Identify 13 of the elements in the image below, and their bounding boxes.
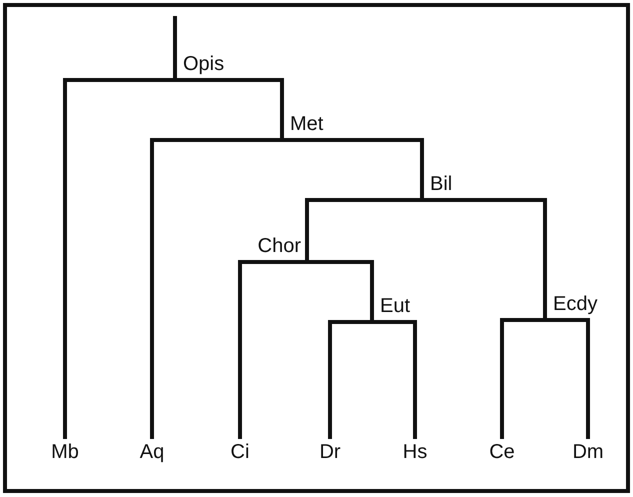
taxon-label: Ci (220, 437, 260, 467)
clade-label: Opis (175, 50, 235, 80)
clade-label: Chor (240, 232, 307, 262)
taxon-label: Mb (45, 437, 85, 467)
clade-label: Met (282, 110, 342, 140)
clade-label: Bil (422, 170, 472, 200)
taxon-label: Ce (482, 437, 522, 467)
clade-label: Ecdy (545, 290, 617, 320)
taxon-label: Dr (310, 437, 350, 467)
taxon-label: Hs (395, 437, 435, 467)
taxon-label: Aq (132, 437, 172, 467)
taxon-label: Dm (568, 437, 608, 467)
clade-label: Eut (372, 292, 422, 322)
